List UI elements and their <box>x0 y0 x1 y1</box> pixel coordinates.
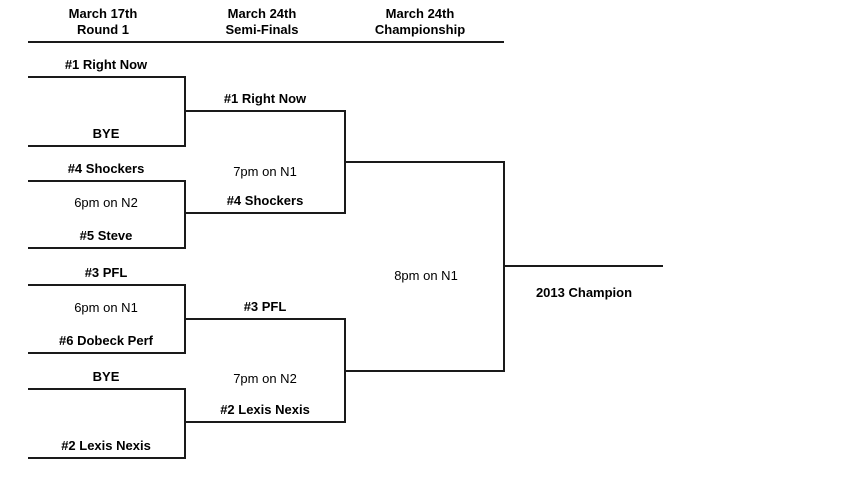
semifinal1-bottom-line <box>184 212 346 214</box>
semifinal1-top-team: #1 Right Now <box>223 91 307 106</box>
round1-game2-top-line <box>28 180 185 182</box>
round1-game3-top-line <box>28 284 185 286</box>
semifinal2-top-line <box>184 318 346 320</box>
round1-game3-top-team: #3 PFL <box>84 265 128 280</box>
column-header-round1-name: Round 1 <box>76 22 129 37</box>
round1-game3-bottom-line <box>28 352 185 354</box>
semifinal1-top-line <box>184 110 346 112</box>
semifinal2-bottom-team: #2 Lexis Nexis <box>220 402 310 417</box>
round1-game3-time: 6pm on N1 <box>74 300 138 315</box>
champion-line <box>503 265 663 267</box>
semifinal2-top-team: #3 PFL <box>243 299 287 314</box>
column-header-round1-date: March 17th <box>68 6 138 21</box>
championship-top-line <box>344 161 505 163</box>
column-header-semifinals: March 24th Semi-Finals <box>226 6 299 38</box>
round1-game4-bottom-team: #2 Lexis Nexis <box>61 438 151 453</box>
round1-game4-top-team: BYE <box>92 369 120 384</box>
column-header-championship-name: Championship <box>374 22 466 37</box>
round1-game2-top-team: #4 Shockers <box>67 161 145 176</box>
championship-bottom-line <box>344 370 505 372</box>
semifinal1-bottom-team: #4 Shockers <box>226 193 304 208</box>
round1-game1-bottom-team: BYE <box>92 126 120 141</box>
round1-game2-connector <box>184 180 186 249</box>
semifinal2-bottom-line <box>184 421 346 423</box>
column-header-semifinals-date: March 24th <box>227 6 297 21</box>
round1-game4-connector <box>184 388 186 459</box>
round1-game4-bottom-line <box>28 457 185 459</box>
round1-game1-bottom-line <box>28 145 185 147</box>
header-underline <box>28 41 504 43</box>
round1-game1-top-team: #1 Right Now <box>64 57 148 72</box>
column-header-semifinals-name: Semi-Finals <box>225 22 299 37</box>
round1-game3-bottom-team: #6 Dobeck Perf <box>59 333 153 348</box>
round1-game4-top-line <box>28 388 185 390</box>
semifinal1-time: 7pm on N1 <box>233 164 297 179</box>
round1-game1-top-line <box>28 76 185 78</box>
column-header-championship: March 24th Championship <box>375 6 465 38</box>
championship-time: 8pm on N1 <box>394 268 458 283</box>
semifinal2-time: 7pm on N2 <box>233 371 297 386</box>
column-header-championship-date: March 24th <box>385 6 455 21</box>
champion-label: 2013 Champion <box>535 285 633 300</box>
round1-game2-bottom-line <box>28 247 185 249</box>
round1-game2-bottom-team: #5 Steve <box>79 228 133 243</box>
column-header-round1: March 17th Round 1 <box>69 6 138 38</box>
round1-game2-time: 6pm on N2 <box>74 195 138 210</box>
